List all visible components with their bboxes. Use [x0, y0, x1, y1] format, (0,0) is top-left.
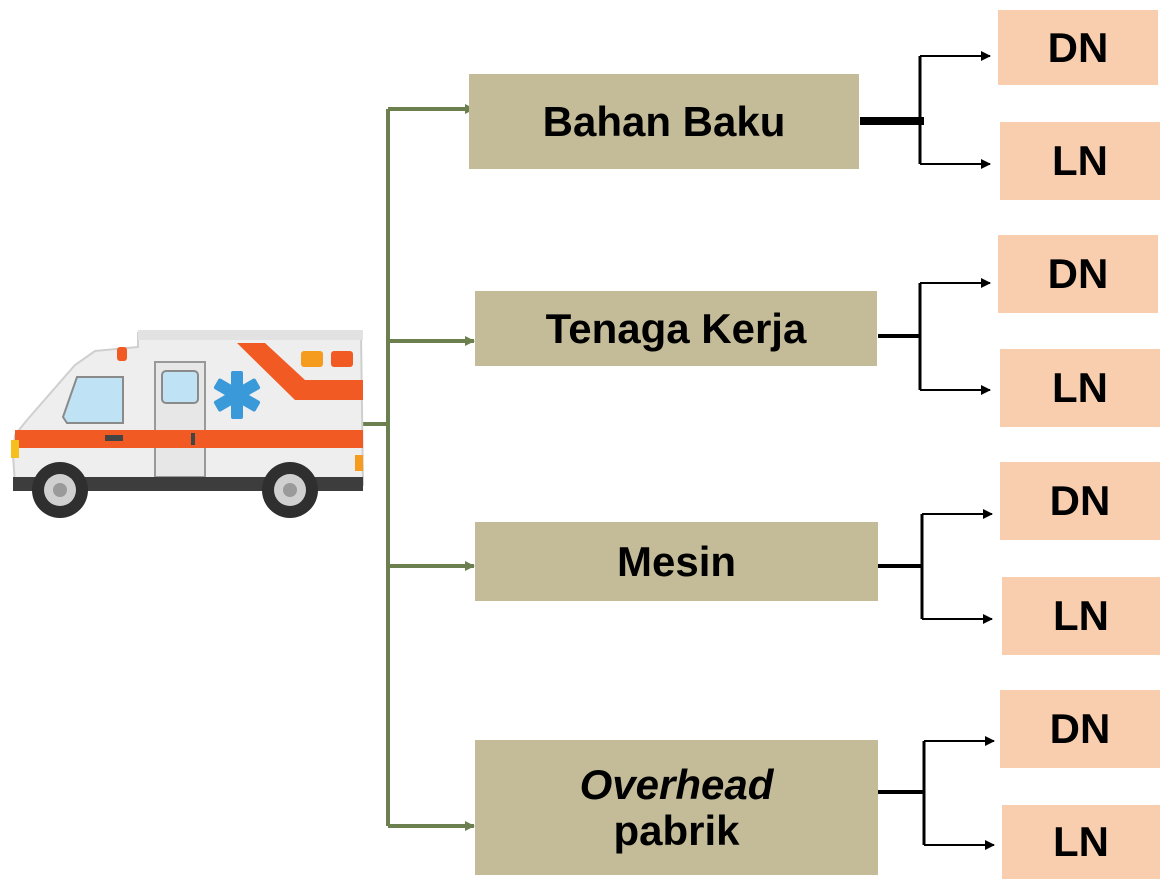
category-mesin: Mesin: [475, 522, 878, 601]
category-overhead-pabrik: Overhead pabrik: [475, 740, 878, 875]
trunk-connector: [362, 104, 475, 831]
category-label-line1: Overhead: [579, 760, 774, 808]
leaf-label: DN: [1049, 477, 1111, 524]
leaf-ln: LN: [1002, 577, 1160, 655]
leaf-ln: LN: [1000, 349, 1160, 427]
leaf-label: LN: [1053, 592, 1109, 639]
leaf-dn: DN: [1000, 462, 1160, 540]
leaf-dn: DN: [1000, 690, 1160, 768]
leaf-label: DN: [1047, 250, 1109, 297]
category-label: Tenaga Kerja: [545, 304, 807, 352]
leaf-dn: DN: [998, 235, 1158, 313]
ambulance-icon: [11, 330, 365, 518]
leaf-label: LN: [1052, 137, 1108, 184]
leaf-label: LN: [1053, 818, 1109, 865]
leaf-label: LN: [1052, 364, 1108, 411]
leaf-ln: LN: [1000, 122, 1160, 200]
category-tenaga-kerja: Tenaga Kerja: [475, 291, 877, 366]
category-bahan-baku: Bahan Baku: [469, 74, 859, 169]
category-label-line2: pabrik: [613, 806, 740, 854]
leaf-label: DN: [1047, 23, 1109, 71]
leaf-label: DN: [1049, 705, 1111, 752]
category-label: Mesin: [616, 537, 737, 585]
leaf-ln: LN: [1002, 805, 1160, 879]
leaf-dn: DN: [998, 10, 1158, 85]
category-label: Bahan Baku: [542, 97, 786, 145]
branch-connectors: [860, 51, 995, 850]
